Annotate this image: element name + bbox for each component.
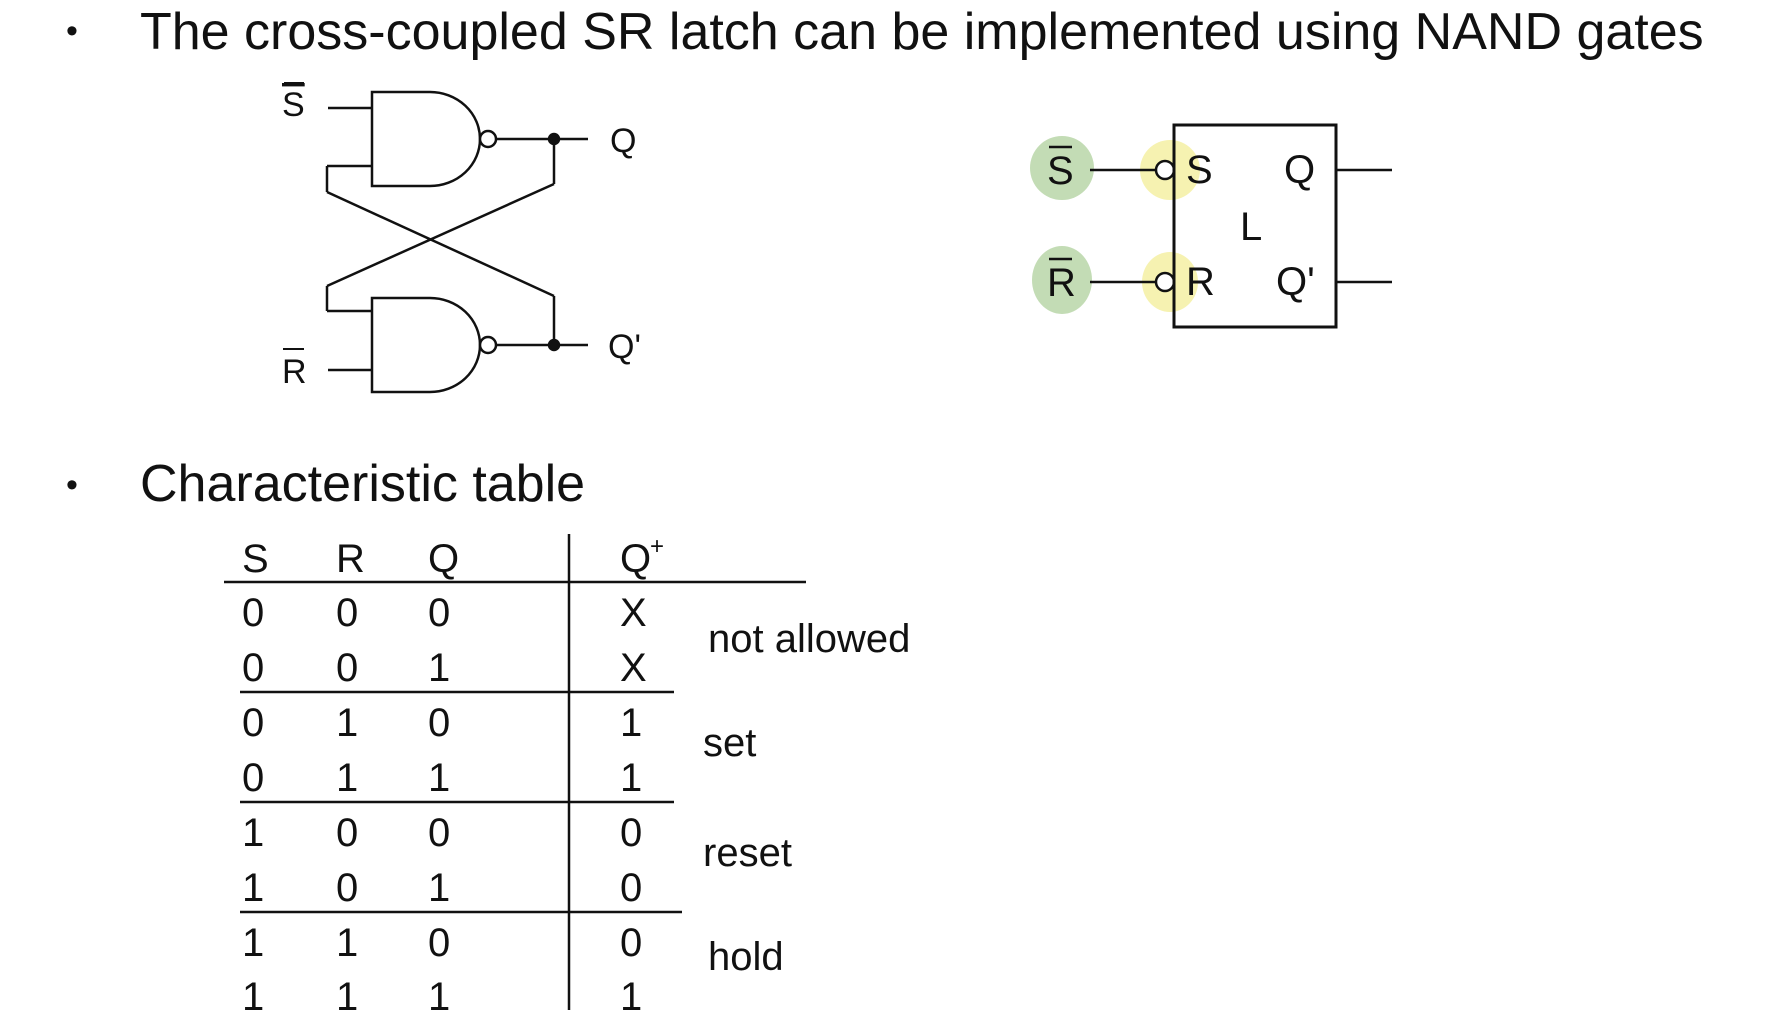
cell-q-next: 1 <box>620 701 642 745</box>
cell-s: 0 <box>242 646 264 690</box>
group-label-set: set <box>703 721 756 765</box>
circuit-r-bar-label: R <box>282 353 307 391</box>
symbol-s-bar-label: S <box>1047 149 1074 193</box>
table-row: 0 0 1 X <box>242 646 647 690</box>
characteristic-table: S R Q Q + 0 0 0 X 0 0 1 X 0 1 0 1 0 1 1 … <box>224 533 910 1010</box>
latch-block-symbol: S R S R L Q Q' <box>1030 123 1392 329</box>
table-row: 0 0 0 X <box>242 591 647 635</box>
circuit-q-bar-label: Q' <box>608 328 641 366</box>
pin-s-label: S <box>1186 148 1213 192</box>
table-row: 0 1 0 1 <box>242 701 642 745</box>
bullet-text-1: The cross-coupled SR latch can be implem… <box>140 3 1704 61</box>
circuit-q-label: Q <box>610 122 636 160</box>
cell-r: 1 <box>336 756 358 800</box>
bullet-text-2: Characteristic table <box>140 455 586 513</box>
pin-q-label: Q <box>1284 148 1315 192</box>
group-label-hold: hold <box>708 935 784 979</box>
cell-r: 1 <box>336 701 358 745</box>
cell-q: 0 <box>428 811 450 855</box>
cell-s: 0 <box>242 591 264 635</box>
pin-r-label: R <box>1186 260 1215 304</box>
cell-q: 1 <box>428 866 450 910</box>
nand-gate-top <box>370 90 482 188</box>
group-label-not-allowed: not allowed <box>708 617 910 661</box>
header-q-next-superscript: + <box>650 533 664 560</box>
table-row: 1 0 0 0 <box>242 811 642 855</box>
cell-q: 1 <box>428 756 450 800</box>
cell-r: 0 <box>336 811 358 855</box>
inversion-bubble-top <box>478 129 498 149</box>
latch-name-label: L <box>1240 205 1262 249</box>
cell-s: 0 <box>242 756 264 800</box>
highlight-r-bar <box>1032 246 1092 314</box>
nand-latch-circuit: S Q Q' R <box>282 82 641 394</box>
table-row: 1 0 1 0 <box>242 866 642 910</box>
bullet-dot-2: • <box>66 466 78 504</box>
table-row: 1 1 0 0 <box>242 921 642 965</box>
cell-q: 0 <box>428 921 450 965</box>
cell-s: 1 <box>242 811 264 855</box>
cell-q-next: 0 <box>620 866 642 910</box>
cell-q-next: X <box>620 646 647 690</box>
latch-box <box>1172 123 1338 329</box>
cell-r: 1 <box>336 975 358 1010</box>
cell-s: 0 <box>242 701 264 745</box>
cell-r: 0 <box>336 591 358 635</box>
cell-q-next: 1 <box>620 975 642 1010</box>
cell-q-next: 0 <box>620 921 642 965</box>
bullet-dot-1: • <box>66 12 78 50</box>
cell-r: 0 <box>336 646 358 690</box>
cell-q: 1 <box>428 646 450 690</box>
cell-q: 0 <box>428 591 450 635</box>
group-label-reset: reset <box>703 831 792 875</box>
nand-gate-bottom <box>370 296 482 394</box>
circuit-s-bar-label: S <box>282 86 305 124</box>
cell-q: 1 <box>428 975 450 1010</box>
table-row: 0 1 1 1 <box>242 756 642 800</box>
header-q: Q <box>428 537 459 581</box>
symbol-r-bar-label: R <box>1047 261 1076 305</box>
cell-s: 1 <box>242 975 264 1010</box>
cell-q-next: 0 <box>620 811 642 855</box>
pin-q-bar-label: Q' <box>1276 260 1315 304</box>
highlight-s-bar <box>1030 136 1094 200</box>
header-q-next: Q <box>620 537 651 581</box>
cell-q: 0 <box>428 701 450 745</box>
cell-q-next: 1 <box>620 756 642 800</box>
header-r: R <box>336 537 365 581</box>
table-row: 1 1 1 1 <box>242 975 642 1010</box>
cell-r: 0 <box>336 866 358 910</box>
cell-q-next: X <box>620 591 647 635</box>
header-s: S <box>242 537 269 581</box>
cell-s: 1 <box>242 866 264 910</box>
cell-r: 1 <box>336 921 358 965</box>
inversion-bubble-bottom <box>478 335 498 355</box>
cell-s: 1 <box>242 921 264 965</box>
